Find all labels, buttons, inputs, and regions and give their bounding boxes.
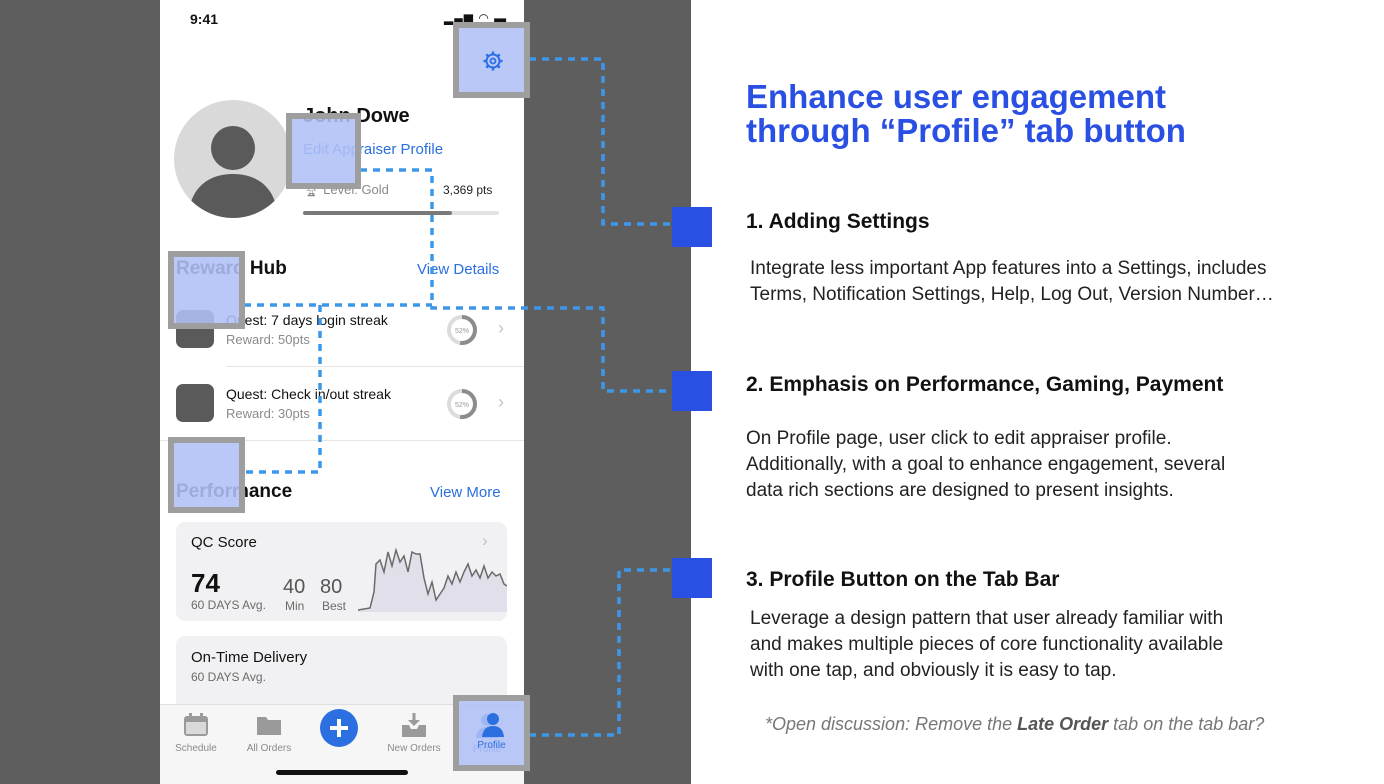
gear-icon bbox=[483, 51, 503, 71]
item-title: 3. Profile Button on the Tab Bar bbox=[746, 568, 1060, 591]
panel-heading: Enhance user engagement through “Profile… bbox=[746, 80, 1186, 148]
item-title: 2. Emphasis on Performance, Gaming, Paym… bbox=[746, 373, 1224, 396]
view-details-link[interactable]: View Details bbox=[417, 261, 500, 278]
divider bbox=[226, 366, 524, 367]
item-body: Leverage a design pattern that user alre… bbox=[750, 606, 1223, 684]
discussion-note: *Open discussion: Remove the Late Order … bbox=[765, 714, 1264, 735]
quest-title: Quest: Check in/out streak bbox=[226, 386, 391, 402]
reward-hub-highlight bbox=[168, 251, 245, 329]
note-suffix: tab on the tab bar? bbox=[1108, 714, 1265, 734]
body-line: data rich sections are designed to prese… bbox=[746, 480, 1174, 501]
divider bbox=[160, 440, 524, 441]
qc-score-caption: 60 DAYS Avg. bbox=[191, 598, 266, 612]
body-line: On Profile page, user click to edit appr… bbox=[746, 428, 1172, 449]
body-line: Terms, Notification Settings, Help, Log … bbox=[750, 284, 1274, 305]
quest-progress-ring: 52% bbox=[447, 315, 477, 345]
tab-add[interactable] bbox=[320, 709, 358, 747]
performance-highlight bbox=[168, 437, 245, 513]
qc-score-value: 74 bbox=[191, 568, 220, 598]
connector-reward-performance bbox=[244, 305, 322, 474]
body-line: Leverage a design pattern that user alre… bbox=[750, 608, 1224, 629]
person-icon bbox=[482, 713, 504, 737]
tab-label: Schedule bbox=[175, 743, 217, 754]
body-line: with one tap, and obviously it is easy t… bbox=[750, 660, 1117, 681]
points-label: 3,369 pts bbox=[443, 183, 493, 197]
avatar[interactable] bbox=[174, 100, 292, 218]
settings-highlight[interactable] bbox=[453, 22, 530, 98]
marker-square bbox=[672, 558, 712, 598]
chevron-right-icon: › bbox=[498, 318, 504, 338]
heading-line: through “Profile” tab button bbox=[746, 112, 1186, 149]
quest-progress-text: 52% bbox=[455, 328, 469, 335]
item-body: On Profile page, user click to edit appr… bbox=[746, 426, 1225, 504]
qc-best-value: 80 bbox=[320, 576, 343, 598]
chevron-right-icon: › bbox=[482, 531, 488, 550]
status-time: 9:41 bbox=[190, 11, 219, 27]
folder-icon bbox=[257, 717, 281, 735]
quest-progress-ring: 52% bbox=[447, 389, 477, 419]
body-line: Additionally, with a goal to enhance eng… bbox=[746, 454, 1226, 475]
qc-min-label: Min bbox=[285, 599, 305, 613]
calendar-icon bbox=[184, 713, 208, 736]
qc-score-label: QC Score bbox=[191, 534, 257, 551]
edit-profile-highlight bbox=[286, 113, 361, 189]
note-bold: Late Order bbox=[1017, 714, 1109, 734]
connector-performance bbox=[360, 168, 672, 393]
body-line: Integrate less important App features in… bbox=[750, 258, 1267, 279]
inbox-download-icon bbox=[402, 713, 426, 737]
level-progress-fill bbox=[303, 211, 452, 215]
tab-label: All Orders bbox=[246, 743, 292, 754]
status-icons: ▂▄▆ ◠ ▬ bbox=[444, 11, 507, 25]
plus-icon bbox=[330, 719, 348, 737]
home-indicator bbox=[276, 770, 408, 775]
tab-label: New Orders bbox=[387, 743, 441, 754]
quest-title: Quest: 7 days login streak bbox=[226, 312, 388, 328]
qc-min-value: 40 bbox=[283, 576, 306, 598]
connector-profile-tab bbox=[529, 568, 672, 737]
wifi-icon: ◠ bbox=[478, 11, 490, 25]
profile-tab-highlight[interactable]: Profile bbox=[453, 695, 530, 771]
signal-icon: ▂▄▆ bbox=[444, 11, 474, 25]
quest-progress-text: 52% bbox=[455, 402, 469, 409]
qc-score-card[interactable]: QC Score › 74 60 DAYS Avg. 40 Min 80 Bes… bbox=[176, 522, 507, 621]
battery-icon: ▬ bbox=[494, 11, 508, 25]
profile-tab-label: Profile bbox=[477, 740, 506, 751]
delivery-label: On-Time Delivery bbox=[191, 649, 308, 666]
marker-square bbox=[672, 371, 712, 411]
tab-all-orders[interactable]: All Orders bbox=[234, 711, 304, 761]
delivery-caption: 60 DAYS Avg. bbox=[191, 670, 266, 684]
quest-row[interactable]: Quest: Check in/out streak Reward: 30pts… bbox=[160, 374, 524, 436]
chevron-right-icon: › bbox=[498, 392, 504, 412]
note-prefix: *Open discussion: Remove the bbox=[765, 714, 1018, 734]
qc-best-label: Best bbox=[322, 599, 347, 613]
item-body: Integrate less important App features in… bbox=[750, 256, 1274, 308]
heading-line: Enhance user engagement bbox=[746, 78, 1166, 115]
marker-square bbox=[672, 207, 712, 247]
connector-settings bbox=[529, 57, 672, 226]
level-progress-bar bbox=[303, 211, 499, 215]
view-more-link[interactable]: View More bbox=[430, 484, 501, 501]
quest-thumbnail bbox=[176, 384, 214, 422]
tab-schedule[interactable]: Schedule bbox=[161, 711, 231, 761]
body-line: and makes multiple pieces of core functi… bbox=[750, 634, 1224, 655]
tab-new-orders[interactable]: New Orders bbox=[379, 711, 449, 761]
quest-reward: Reward: 50pts bbox=[226, 332, 310, 347]
quest-reward: Reward: 30pts bbox=[226, 406, 310, 421]
person-silhouette-icon bbox=[188, 126, 278, 218]
qc-sparkline bbox=[358, 547, 507, 612]
item-title: 1. Adding Settings bbox=[746, 210, 930, 233]
